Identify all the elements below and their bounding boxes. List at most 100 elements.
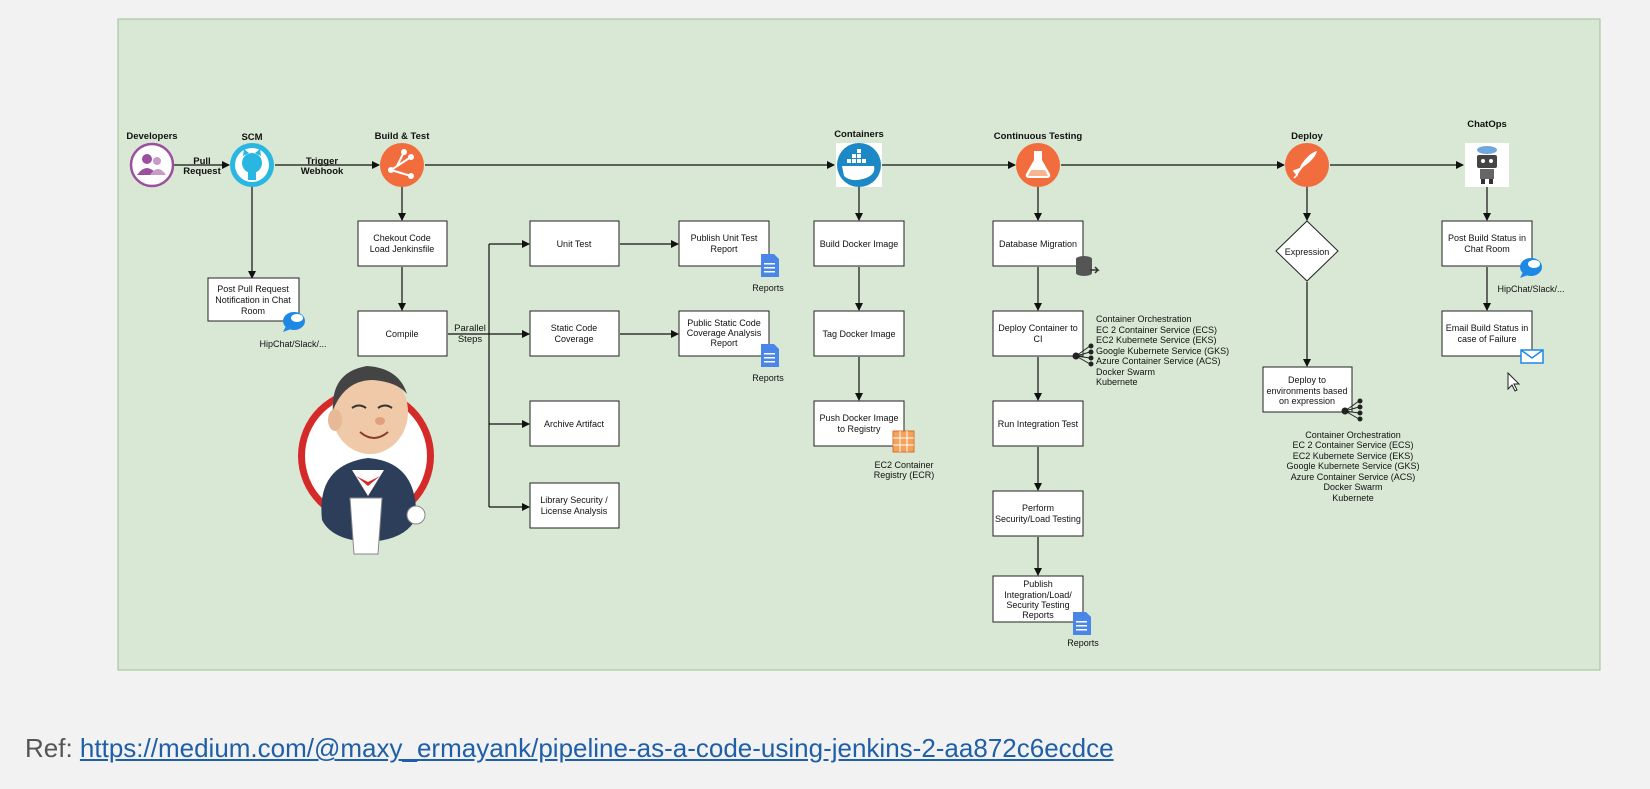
svg-text:CI: CI xyxy=(1034,334,1043,344)
node-compile: Compile xyxy=(357,310,448,357)
jenkins-mascot-icon xyxy=(298,366,434,555)
svg-text:Container Orchestration: Container Orchestration xyxy=(1305,430,1401,440)
svg-text:Deploy Container to: Deploy Container to xyxy=(998,323,1078,333)
svg-text:Google Kubernete Service (GKS): Google Kubernete Service (GKS) xyxy=(1286,461,1419,471)
database-icon xyxy=(1076,256,1100,276)
node-tag-docker-image: Tag Docker Image xyxy=(813,310,905,357)
node-publish-unit-test: Publish Unit Test Report xyxy=(678,220,770,267)
node-expression: Expression xyxy=(1275,220,1339,282)
annotation-reports: Reports xyxy=(752,373,784,383)
svg-text:case of Failure: case of Failure xyxy=(1457,334,1516,344)
stage-chatops: ChatOps xyxy=(1467,119,1507,130)
svg-text:environments based: environments based xyxy=(1266,386,1347,396)
svg-text:Public Static Code: Public Static Code xyxy=(687,318,761,328)
edge-label-pull-request: Pull Request xyxy=(183,156,221,177)
svg-text:Azure Container Service (ACS): Azure Container Service (ACS) xyxy=(1291,472,1416,482)
svg-text:Compile: Compile xyxy=(385,329,418,339)
email-icon xyxy=(1520,349,1544,364)
orchestration-icon xyxy=(1341,398,1363,422)
edge-label-parallel-steps: Parallel Steps xyxy=(454,323,486,345)
svg-text:Coverage Analysis: Coverage Analysis xyxy=(687,328,762,338)
svg-text:Docker Swarm: Docker Swarm xyxy=(1323,482,1382,492)
edge-label-trigger-webhook: Trigger Webhook xyxy=(301,156,344,177)
svg-text:Azure Container Service (ACS): Azure Container Service (ACS) xyxy=(1096,356,1221,366)
node-static-code-coverage: Static Code Coverage xyxy=(529,310,620,357)
node-deploy-container-ci: Deploy Container to CI xyxy=(992,310,1084,357)
ref-label: Ref: xyxy=(25,733,80,763)
svg-text:Steps: Steps xyxy=(458,334,483,345)
svg-text:Expression: Expression xyxy=(1285,247,1330,257)
svg-text:EC2 Kubernete Service (EKS): EC2 Kubernete Service (EKS) xyxy=(1096,335,1217,345)
svg-text:Email Build Status in: Email Build Status in xyxy=(1446,323,1529,333)
stage-deploy: Deploy xyxy=(1291,131,1323,142)
svg-text:Room: Room xyxy=(241,306,265,316)
orchestration-icon xyxy=(1072,343,1094,367)
svg-text:Docker Swarm: Docker Swarm xyxy=(1096,367,1155,377)
robot-icon xyxy=(1465,143,1509,187)
stage-continuous-testing: Continuous Testing xyxy=(994,131,1083,142)
node-publish-static-code: Public Static Code Coverage Analysis Rep… xyxy=(678,310,770,357)
svg-text:Archive Artifact: Archive Artifact xyxy=(544,419,605,429)
svg-text:License Analysis: License Analysis xyxy=(541,506,608,516)
node-pr-notification: Post Pull Request Notification in Chat R… xyxy=(207,277,300,322)
svg-text:Webhook: Webhook xyxy=(301,166,344,177)
document-icon xyxy=(761,254,779,277)
svg-text:Request: Request xyxy=(183,166,221,177)
ref-link[interactable]: https://medium.com/@maxy_ermayank/pipeli… xyxy=(79,733,1114,763)
svg-text:Report: Report xyxy=(710,338,738,348)
node-email-build-status: Email Build Status in case of Failure xyxy=(1441,310,1533,357)
svg-text:EC2 Kubernete Service (EKS): EC2 Kubernete Service (EKS) xyxy=(1293,451,1414,461)
svg-text:Tag Docker Image: Tag Docker Image xyxy=(822,329,895,339)
svg-text:Load Jenkinsfile: Load Jenkinsfile xyxy=(370,244,435,254)
svg-text:Push Docker Image: Push Docker Image xyxy=(819,413,898,423)
mouse-cursor-icon xyxy=(1507,371,1521,392)
pipeline-diagram: Developers SCM Build & Test Containers C… xyxy=(117,18,1601,671)
svg-text:EC2 Container: EC2 Container xyxy=(874,460,933,470)
chat-bubble-icon xyxy=(283,312,305,332)
svg-text:Trigger: Trigger xyxy=(306,156,339,167)
svg-text:Static Code: Static Code xyxy=(551,323,598,333)
svg-text:Publish: Publish xyxy=(1023,579,1053,589)
annotation-hipchat: HipChat/Slack/... xyxy=(259,339,326,349)
svg-text:Post Build Status in: Post Build Status in xyxy=(1448,233,1526,243)
svg-text:Report: Report xyxy=(710,244,738,254)
svg-text:on expression: on expression xyxy=(1279,396,1335,406)
svg-text:Build Docker Image: Build Docker Image xyxy=(820,239,899,249)
svg-text:Google Kubernete Service (GKS): Google Kubernete Service (GKS) xyxy=(1096,346,1229,356)
node-checkout: Chekout Code Load Jenkinsfile xyxy=(357,220,448,267)
svg-text:Chat Room: Chat Room xyxy=(1464,244,1510,254)
annotation-reports: Reports xyxy=(1067,638,1099,648)
node-push-docker-image: Push Docker Image to Registry xyxy=(813,400,905,447)
stage-scm: SCM xyxy=(241,132,262,143)
node-publish-integration-reports: Publish Integration/Load/ Security Testi… xyxy=(992,575,1084,623)
node-library-security: Library Security / License Analysis xyxy=(529,482,620,529)
chat-bubble-icon xyxy=(1520,258,1542,278)
svg-text:Run Integration Test: Run Integration Test xyxy=(998,419,1079,429)
svg-text:Kubernete: Kubernete xyxy=(1096,377,1138,387)
document-icon xyxy=(1073,612,1091,635)
svg-text:Registry (ECR): Registry (ECR) xyxy=(874,470,935,480)
svg-text:Deploy to: Deploy to xyxy=(1288,375,1326,385)
registry-icon xyxy=(892,430,915,453)
node-database-migration: Database Migration xyxy=(992,220,1084,267)
reference-line: Ref: https://medium.com/@maxy_ermayank/p… xyxy=(25,733,1114,764)
annotation-orchestration-list: Container Orchestration EC 2 Container S… xyxy=(1286,430,1419,503)
docker-icon xyxy=(836,143,882,187)
svg-text:Parallel: Parallel xyxy=(454,323,486,334)
svg-text:Post Pull Request: Post Pull Request xyxy=(217,284,289,294)
svg-text:Pull: Pull xyxy=(193,156,210,167)
node-post-build-status: Post Build Status in Chat Room xyxy=(1441,220,1533,267)
stage-build-test: Build & Test xyxy=(375,131,431,142)
developers-icon xyxy=(129,142,175,188)
svg-text:Notification in Chat: Notification in Chat xyxy=(215,295,291,305)
annotation-hipchat: HipChat/Slack/... xyxy=(1497,284,1564,294)
rocket-icon xyxy=(1285,143,1329,187)
svg-text:Publish Unit Test: Publish Unit Test xyxy=(691,233,758,243)
stage-containers: Containers xyxy=(834,129,884,140)
node-unit-test: Unit Test xyxy=(529,220,620,267)
svg-text:Kubernete: Kubernete xyxy=(1332,493,1374,503)
svg-text:to Registry: to Registry xyxy=(837,424,881,434)
node-archive-artifact: Archive Artifact xyxy=(529,400,620,447)
svg-text:Unit Test: Unit Test xyxy=(557,239,592,249)
document-icon xyxy=(761,344,779,367)
